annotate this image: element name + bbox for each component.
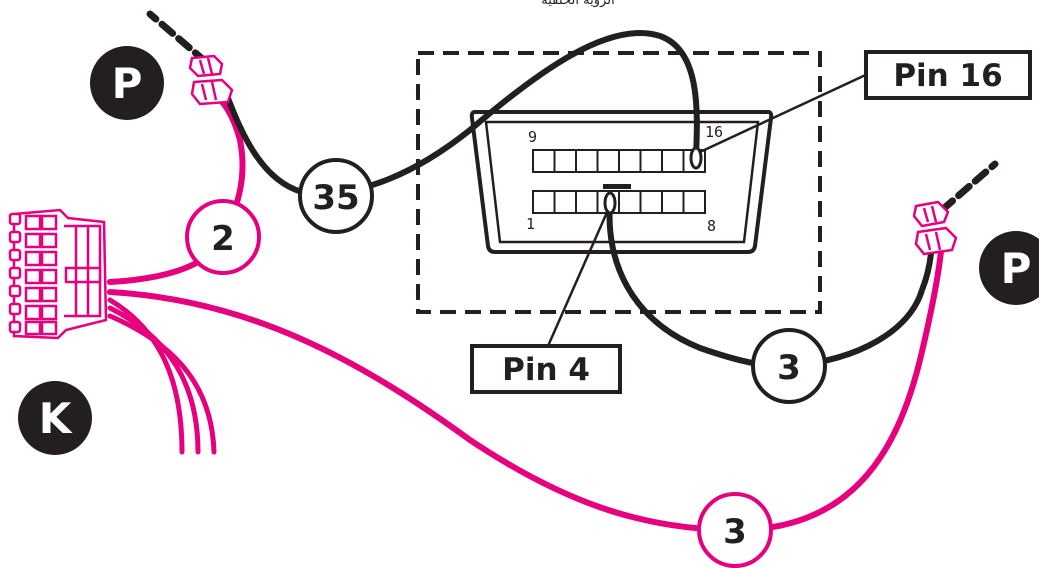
badge-k: K <box>18 381 92 455</box>
tap-connector-left <box>188 54 234 106</box>
badge-k-label: K <box>39 394 73 443</box>
obd-upper-pin-row <box>532 149 706 173</box>
badge-p-left-label: P <box>112 59 143 108</box>
pin16-callout: Pin 16 <box>864 50 1032 100</box>
pin4-label: Pin 4 <box>502 352 590 388</box>
obd-lower-pin-row <box>532 190 706 214</box>
pin4-callout: Pin 4 <box>470 344 622 394</box>
wire-number-3-right-label: 3 <box>777 348 801 388</box>
pin16-leader-line <box>699 70 873 154</box>
wire-number-3-bottom-label: 3 <box>723 512 747 552</box>
obd-port: 9 16 1 8 <box>469 110 774 254</box>
top-caption: الروية الخلفية <box>541 0 614 8</box>
pin-number-9: 9 <box>528 128 537 146</box>
pin-4-contact <box>603 191 617 215</box>
wire-number-35-label: 35 <box>312 178 359 218</box>
badge-p-right: P <box>979 231 1039 305</box>
tap-connector-right <box>912 200 958 256</box>
pin4-leader-line <box>546 209 610 347</box>
pin-number-16: 16 <box>705 123 723 141</box>
pin16-label: Pin 16 <box>893 58 1002 94</box>
wire-number-3-bottom: 3 <box>697 492 773 568</box>
obd-key-notch <box>603 184 631 189</box>
obd-area-dashed-box <box>416 51 822 314</box>
badge-p-left: P <box>90 46 164 120</box>
pin-number-8: 8 <box>707 217 716 235</box>
k-harness-connector <box>8 208 108 340</box>
badge-p-right-label: P <box>1001 244 1032 293</box>
pin-16-contact <box>689 146 703 170</box>
wire-number-35: 35 <box>298 158 374 234</box>
wire-number-2: 2 <box>185 199 261 275</box>
pin-number-1: 1 <box>526 215 535 233</box>
pink-wire-3-bottom <box>107 237 945 534</box>
wire-number-2-label: 2 <box>211 219 235 259</box>
wire-number-3-right: 3 <box>751 328 827 404</box>
black-wire-35 <box>221 29 700 197</box>
